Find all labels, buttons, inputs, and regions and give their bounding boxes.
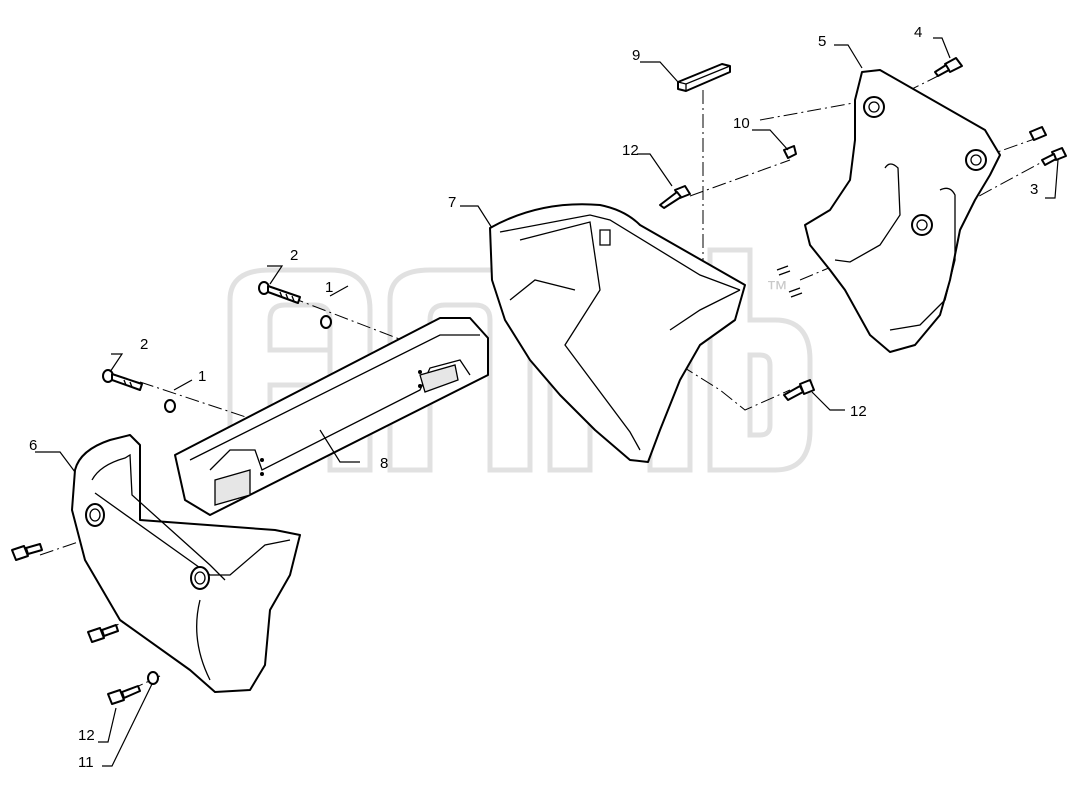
- washer-1-lower: [164, 399, 176, 413]
- watermark-tm: ™: [766, 276, 788, 301]
- bolt-3: [1029, 126, 1067, 166]
- callout-6: 6: [29, 437, 37, 454]
- callout-1-upper: 1: [325, 279, 333, 296]
- part-6-left-cover: [71, 434, 301, 693]
- callout-3: 3: [1030, 181, 1038, 198]
- part-8-bracket: [174, 317, 489, 516]
- bolt-2-upper: [258, 281, 301, 304]
- washer-11: [147, 671, 159, 685]
- callout-2-lower: 2: [140, 336, 148, 353]
- callout-5: 5: [818, 33, 826, 50]
- bolt-left-cover-lower: [87, 624, 119, 643]
- callout-4: 4: [914, 24, 922, 41]
- callout-9: 9: [632, 47, 640, 64]
- bolt-2-lower: [102, 369, 143, 391]
- callout-8: 8: [380, 455, 388, 472]
- bolt-4: [934, 57, 963, 77]
- callout-leaders: [35, 37, 1059, 767]
- clip-pair: [776, 265, 803, 298]
- callout-11: 11: [78, 754, 94, 771]
- bolt-12-right: [783, 379, 815, 401]
- fasteners: [11, 57, 1067, 705]
- callout-1-lower: 1: [198, 368, 206, 385]
- callout-12-upper: 12: [622, 142, 639, 159]
- callout-10: 10: [733, 115, 750, 132]
- callout-12-right: 12: [850, 403, 867, 420]
- bolt-12-lower: [107, 685, 141, 705]
- callout-labels: 1 1 2 2 3 4 5 6 7 8 9 10 11 12 12 12: [29, 24, 1038, 771]
- callout-12-lower: 12: [78, 727, 95, 744]
- part-5-right-cover: [804, 69, 1001, 353]
- part-7-center-cover: [489, 203, 746, 463]
- part-9-block: [677, 63, 731, 92]
- callout-2-upper: 2: [290, 247, 298, 264]
- bolt-left-cover-upper: [11, 543, 43, 561]
- callout-7: 7: [448, 194, 456, 211]
- bolt-12-upper: [659, 185, 691, 209]
- washer-1-upper: [320, 315, 332, 329]
